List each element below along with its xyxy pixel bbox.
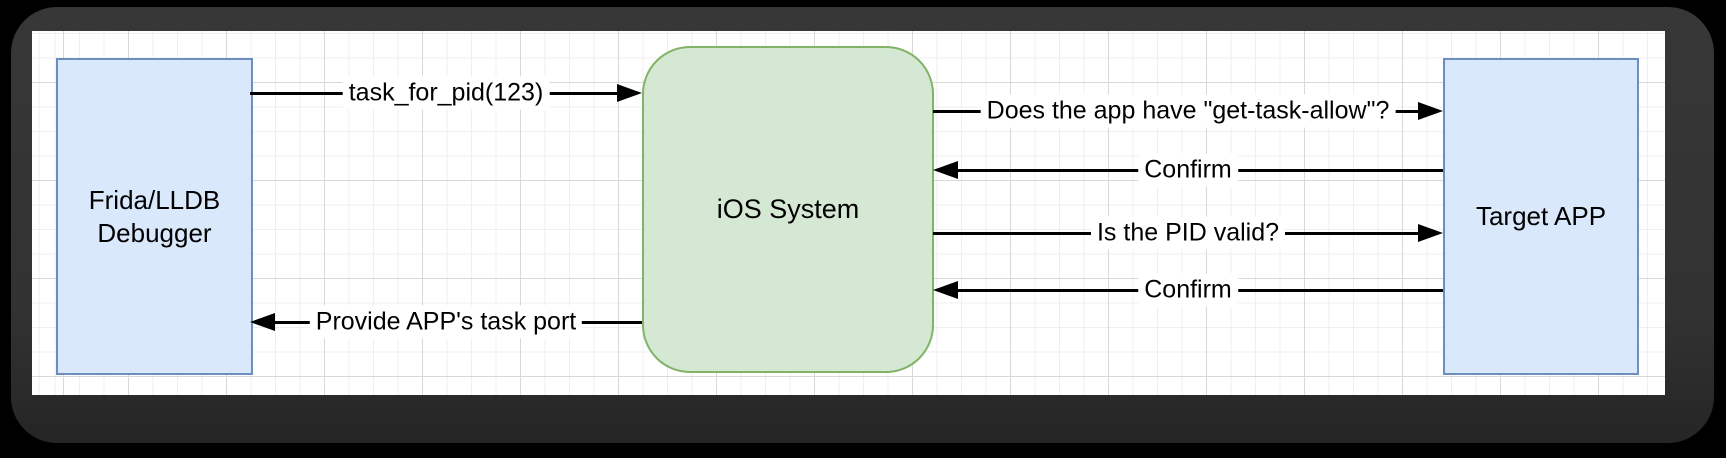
edge-label: task_for_pid(123): [342, 76, 550, 110]
node-label: Target APP: [1475, 201, 1607, 232]
edge-confirm-2: Confirm: [933, 273, 1443, 307]
node-label-line: Debugger: [97, 217, 212, 248]
arrow-left-icon: [933, 161, 958, 179]
edge-label: Confirm: [1138, 273, 1238, 307]
node-target-app: Target APP: [1443, 58, 1639, 375]
node-label: iOS System: [716, 193, 860, 224]
arrow-left-icon: [250, 313, 275, 331]
node-ios-system: iOS System: [642, 46, 934, 373]
edge-label: Confirm: [1138, 153, 1238, 187]
node-label-line: Frida/LLDB: [88, 185, 221, 215]
edge-label: Provide APP's task port: [309, 305, 583, 339]
arrow-right-icon: [1418, 224, 1443, 242]
edge-provide-task-port: Provide APP's task port: [250, 305, 642, 339]
arrow-right-icon: [617, 84, 642, 102]
arrow-right-icon: [1418, 102, 1443, 120]
node-frida-lldb-debugger: Frida/LLDB Debugger: [56, 58, 253, 375]
edge-pid-valid-question: Is the PID valid?: [933, 216, 1443, 250]
edge-label: Does the app have "get-task-allow"?: [980, 94, 1396, 128]
edge-task-for-pid: task_for_pid(123): [250, 76, 642, 110]
edge-confirm-1: Confirm: [933, 153, 1443, 187]
arrow-left-icon: [933, 281, 958, 299]
edge-get-task-allow-question: Does the app have "get-task-allow"?: [933, 94, 1443, 128]
diagram-canvas: Frida/LLDB Debugger iOS System Target AP…: [32, 31, 1665, 395]
edge-label: Is the PID valid?: [1090, 216, 1286, 250]
